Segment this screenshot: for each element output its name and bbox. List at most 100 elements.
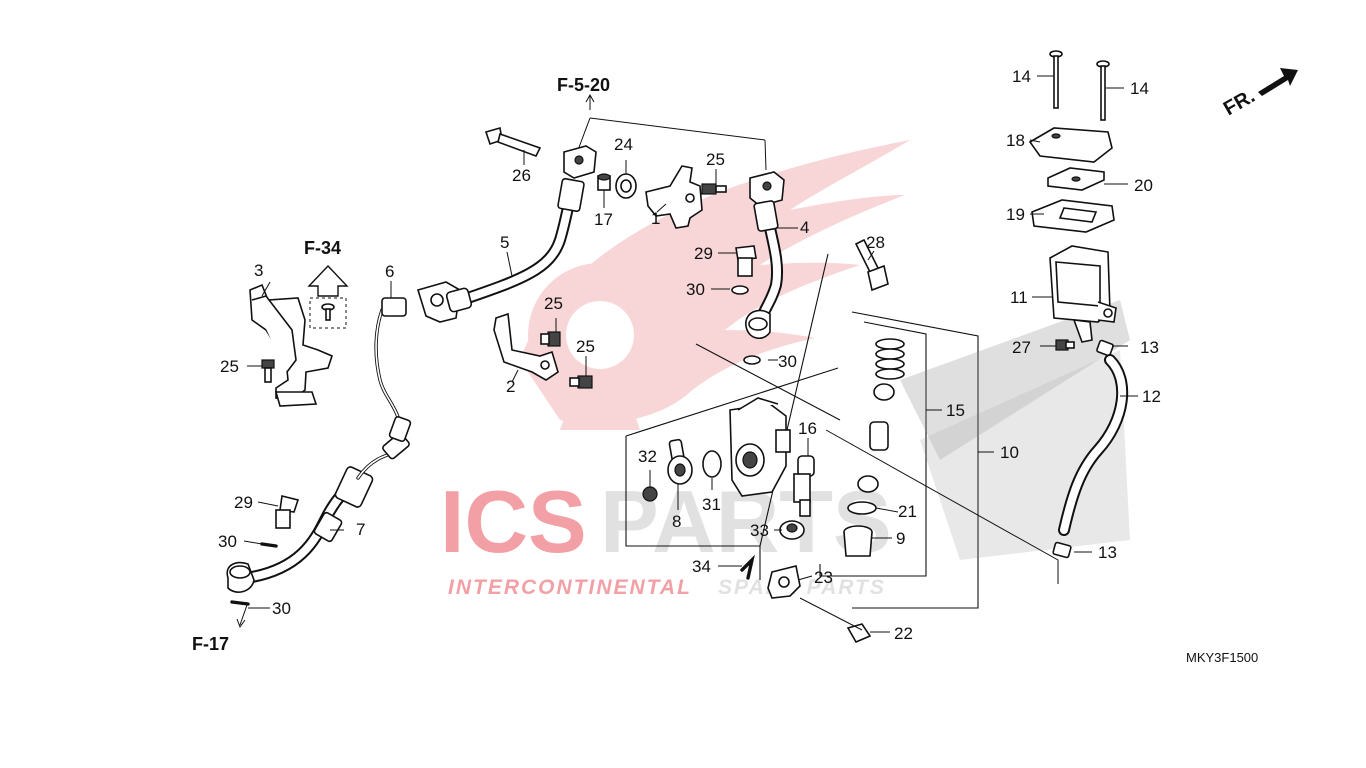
diagram-code: MKY3F1500	[1186, 650, 1258, 665]
callout-15[interactable]: 15	[946, 401, 965, 420]
callout-16[interactable]: 16	[798, 419, 817, 438]
callout-7[interactable]: 7	[356, 520, 365, 539]
snap-ring-part-21[interactable]	[847, 501, 877, 515]
ref-f5-20-leader	[577, 117, 767, 171]
front-arrow-icon	[1258, 68, 1298, 96]
nut-part-33[interactable]	[779, 520, 805, 540]
callout-20[interactable]: 20	[1134, 176, 1153, 195]
callout-2[interactable]: 2	[506, 377, 515, 396]
callout-23[interactable]: 23	[814, 568, 833, 587]
reservoir-part-11[interactable]	[1049, 245, 1117, 343]
callout-21[interactable]: 21	[898, 502, 917, 521]
callout-28[interactable]: 28	[866, 233, 885, 252]
clamp-part-13-b[interactable]	[1052, 541, 1072, 559]
callout-4[interactable]: 4	[800, 218, 809, 237]
callout-31[interactable]: 31	[702, 495, 721, 514]
callout-29-a[interactable]: 29	[694, 244, 713, 263]
callout-32[interactable]: 32	[638, 447, 657, 466]
bolt-part-25-a[interactable]	[701, 183, 727, 195]
bracket-part-1[interactable]	[645, 165, 703, 229]
callout-11[interactable]: 11	[1010, 288, 1028, 307]
ref-f17[interactable]: F-17	[192, 634, 229, 654]
hose-joint-part-8[interactable]	[667, 438, 693, 485]
bolt-part-27[interactable]	[1055, 339, 1075, 351]
brake-hose-part-4[interactable]	[745, 171, 785, 339]
callout-22[interactable]: 22	[894, 624, 913, 643]
callout-25-a[interactable]: 25	[706, 150, 725, 169]
banjo-bolt-part-29[interactable]	[735, 245, 757, 277]
ref-f17-arrow-icon	[236, 604, 248, 629]
master-cylinder-group-outline	[625, 253, 979, 609]
callout-19[interactable]: 19	[1006, 205, 1025, 224]
spring-icon	[875, 338, 905, 380]
bolt-part-28[interactable]	[854, 238, 889, 292]
clamp-part-13-a[interactable]	[1096, 339, 1114, 357]
brake-pipe-part-6[interactable]	[374, 297, 412, 443]
callout-26[interactable]: 26	[512, 166, 531, 185]
grommet-part-24[interactable]	[615, 173, 637, 199]
reservoir-cap-part-18[interactable]	[1028, 127, 1113, 163]
o-ring-part-31[interactable]	[702, 450, 722, 478]
ref-f5-20[interactable]: F-5-20	[557, 75, 610, 95]
master-cylinder-body[interactable]	[729, 397, 791, 497]
callouts: 1 2 3 4 5 6 7 8 9 10 11 12 13 13 14 14 1…	[218, 67, 1161, 643]
washer-icon	[260, 542, 278, 548]
watermark-tagline-red: INTERCONTINENTAL	[448, 576, 692, 599]
ref-f34[interactable]: F-34	[304, 238, 341, 258]
callout-17[interactable]: 17	[594, 210, 613, 229]
callout-14-b[interactable]: 14	[1130, 79, 1149, 98]
screw-part-14-b[interactable]	[1096, 60, 1110, 121]
push-rod-part-16[interactable]	[793, 455, 815, 517]
plate-part-20[interactable]	[1047, 167, 1105, 191]
bolt-part-25-b[interactable]	[540, 331, 561, 347]
brake-hose-part-7[interactable]	[226, 432, 410, 593]
callout-5[interactable]: 5	[500, 233, 509, 252]
screw-part-32[interactable]	[642, 486, 658, 502]
sealing-washer-icon-2	[743, 355, 761, 365]
callout-12[interactable]: 12	[1142, 387, 1161, 406]
callout-8[interactable]: 8	[672, 512, 681, 531]
bracket-part-3[interactable]	[249, 283, 333, 407]
front-direction-indicator: FR.	[1220, 68, 1298, 120]
callout-3[interactable]: 3	[254, 261, 263, 280]
stipple-shading	[900, 300, 1130, 560]
callout-30-d[interactable]: 30	[272, 599, 291, 618]
callout-34[interactable]: 34	[692, 557, 711, 576]
callout-33[interactable]: 33	[750, 521, 769, 540]
bracket-part-2[interactable]	[493, 312, 559, 381]
washer-icon-lower	[230, 600, 250, 606]
piston-set-part-15[interactable]	[857, 338, 905, 493]
hose-part-12[interactable]	[1058, 354, 1129, 536]
ref-f5-20-arrow-icon	[585, 93, 595, 110]
callout-13-a[interactable]: 13	[1140, 338, 1159, 357]
callout-9[interactable]: 9	[896, 529, 905, 548]
ref-f34-dashed-box	[309, 297, 347, 329]
callout-25-c[interactable]: 25	[576, 337, 595, 356]
callout-30-c[interactable]: 30	[218, 532, 237, 551]
callout-27[interactable]: 27	[1012, 338, 1031, 357]
collar-part-17[interactable]	[597, 173, 611, 191]
callout-25-b[interactable]: 25	[544, 294, 563, 313]
callout-30-a[interactable]: 30	[686, 280, 705, 299]
callout-24[interactable]: 24	[614, 135, 633, 154]
callout-14-a[interactable]: 14	[1012, 67, 1031, 86]
pin-part-22[interactable]	[846, 623, 872, 644]
cotter-pin-part-34[interactable]	[740, 554, 755, 580]
ref-f34-arrow-icon	[307, 264, 349, 297]
bolt-part-26[interactable]	[484, 126, 542, 157]
callout-25-d[interactable]: 25	[220, 357, 239, 376]
callout-10[interactable]: 10	[1000, 443, 1019, 462]
clevis-part-23[interactable]	[767, 565, 801, 599]
callout-29-b[interactable]: 29	[234, 493, 253, 512]
bolt-part-25-c[interactable]	[569, 375, 593, 389]
callout-13-b[interactable]: 13	[1098, 543, 1117, 562]
callout-18[interactable]: 18	[1006, 131, 1025, 150]
callout-6[interactable]: 6	[385, 262, 394, 281]
diaphragm-part-19[interactable]	[1031, 199, 1115, 233]
brake-hose-part-5[interactable]	[416, 145, 597, 323]
boot-part-9[interactable]	[843, 525, 873, 557]
callout-30-b[interactable]: 30	[778, 352, 797, 371]
callout-1[interactable]: 1	[651, 209, 660, 228]
screw-part-14-a[interactable]	[1049, 50, 1063, 109]
watermark-wing-logo	[520, 140, 910, 430]
